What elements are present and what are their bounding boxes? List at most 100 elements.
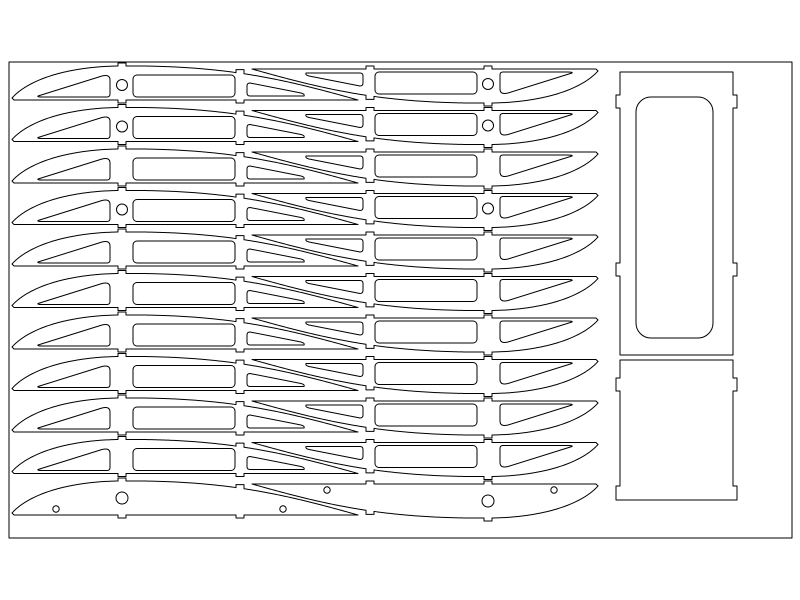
rib-outline <box>251 356 599 398</box>
rib-left-row-7 <box>11 311 359 353</box>
lightening-hole-nose <box>499 279 573 302</box>
lightening-hole-center <box>132 448 236 471</box>
lightening-hole-nose <box>37 75 111 98</box>
lightening-slot-tail <box>246 124 305 138</box>
pin-hole-rear <box>323 486 331 494</box>
former-upper <box>615 71 738 356</box>
locating-hole <box>482 202 494 215</box>
lightening-hole-nose <box>499 445 573 468</box>
rib-right-row-2 <box>251 107 599 149</box>
locating-hole <box>116 79 128 91</box>
lightening-hole-center <box>374 320 478 344</box>
lightening-slot-tail <box>305 238 364 253</box>
lightening-hole-nose <box>499 154 573 177</box>
lightening-slot-tail <box>246 165 305 180</box>
lightening-hole-center <box>132 365 236 388</box>
rib-right-row-11 <box>251 480 599 522</box>
rib-outline <box>251 231 599 273</box>
sheet-border <box>8 61 793 539</box>
lightening-hole-nose <box>499 71 573 94</box>
lightening-hole-center <box>374 113 478 136</box>
lightening-slot-tail <box>246 373 305 387</box>
lightening-hole-center <box>132 240 236 264</box>
lightening-slot-tail <box>246 248 305 263</box>
lightening-hole-nose <box>37 407 111 430</box>
rib-layer <box>11 62 599 522</box>
rib-right-row-1 <box>251 65 599 107</box>
rib-left-row-2 <box>11 103 359 145</box>
former-cutout <box>635 96 714 339</box>
rib-outline <box>11 186 359 228</box>
lightening-slot-tail <box>305 72 364 87</box>
rib-outline <box>251 107 599 149</box>
rib-outline <box>251 439 599 481</box>
lightening-slot-tail <box>305 404 364 419</box>
lightening-hole-center <box>374 196 478 219</box>
rib-left-row-10 <box>11 435 359 477</box>
former-lower <box>615 359 738 501</box>
lightening-slot-tail <box>246 331 305 346</box>
lightening-hole-center <box>374 279 478 302</box>
lightening-hole-nose <box>499 362 573 385</box>
lightening-hole-center <box>374 237 478 261</box>
rib-left-row-6 <box>11 269 359 311</box>
lightening-hole-center <box>132 157 236 181</box>
lightening-slot-tail <box>305 155 364 170</box>
lightening-hole-center <box>374 71 478 95</box>
lightening-hole-nose <box>499 113 573 136</box>
lightening-hole-nose <box>37 282 111 305</box>
lightening-slot-tail <box>305 280 364 294</box>
locating-hole <box>482 119 494 132</box>
lightening-hole-nose <box>37 116 111 139</box>
lightening-hole-center <box>132 282 236 305</box>
rib-outline <box>11 145 359 187</box>
lightening-hole-center <box>132 406 236 430</box>
rib-outline <box>251 190 599 232</box>
lightening-slot-tail <box>305 321 364 336</box>
rib-right-row-6 <box>251 273 599 315</box>
lightening-slot-tail <box>246 456 305 470</box>
locating-hole <box>116 203 128 216</box>
lightening-hole-center <box>374 154 478 178</box>
locating-hole <box>116 120 128 133</box>
rib-right-row-8 <box>251 356 599 398</box>
lightening-hole-nose <box>499 237 573 260</box>
former-layer <box>615 71 738 501</box>
rib-right-row-4 <box>251 190 599 232</box>
sheet-frame-layer <box>8 61 793 539</box>
lightening-hole-center <box>132 74 236 98</box>
rib-left-row-3 <box>11 145 359 187</box>
locating-hole <box>481 494 495 508</box>
pin-hole-front <box>550 486 558 494</box>
lightening-hole-nose <box>37 158 111 181</box>
lightening-hole-nose <box>499 196 573 219</box>
locating-hole <box>115 491 129 505</box>
rib-outline <box>251 314 599 356</box>
rib-left-row-11 <box>11 477 359 519</box>
rib-outline <box>251 397 599 439</box>
rib-outline <box>251 480 599 522</box>
rib-left-row-1 <box>11 62 359 104</box>
lightening-slot-tail <box>305 363 364 377</box>
pin-hole-front <box>52 505 60 513</box>
rib-outline <box>251 148 599 190</box>
rib-outline <box>11 228 359 270</box>
rib-outline <box>11 103 359 145</box>
lightening-slot-tail <box>305 197 364 211</box>
rib-outline <box>11 435 359 477</box>
former-outline <box>615 359 738 501</box>
lightening-slot-tail <box>246 414 305 429</box>
rib-left-row-8 <box>11 352 359 394</box>
lightening-hole-nose <box>37 324 111 347</box>
lightening-hole-center <box>132 199 236 222</box>
rib-right-row-9 <box>251 397 599 439</box>
lightening-slot-tail <box>246 207 305 221</box>
lightening-hole-nose <box>37 448 111 471</box>
lightening-hole-center <box>374 403 478 427</box>
lightening-hole-center <box>132 323 236 347</box>
rib-left-row-4 <box>11 186 359 228</box>
rib-right-row-3 <box>251 148 599 190</box>
rib-right-row-5 <box>251 231 599 273</box>
